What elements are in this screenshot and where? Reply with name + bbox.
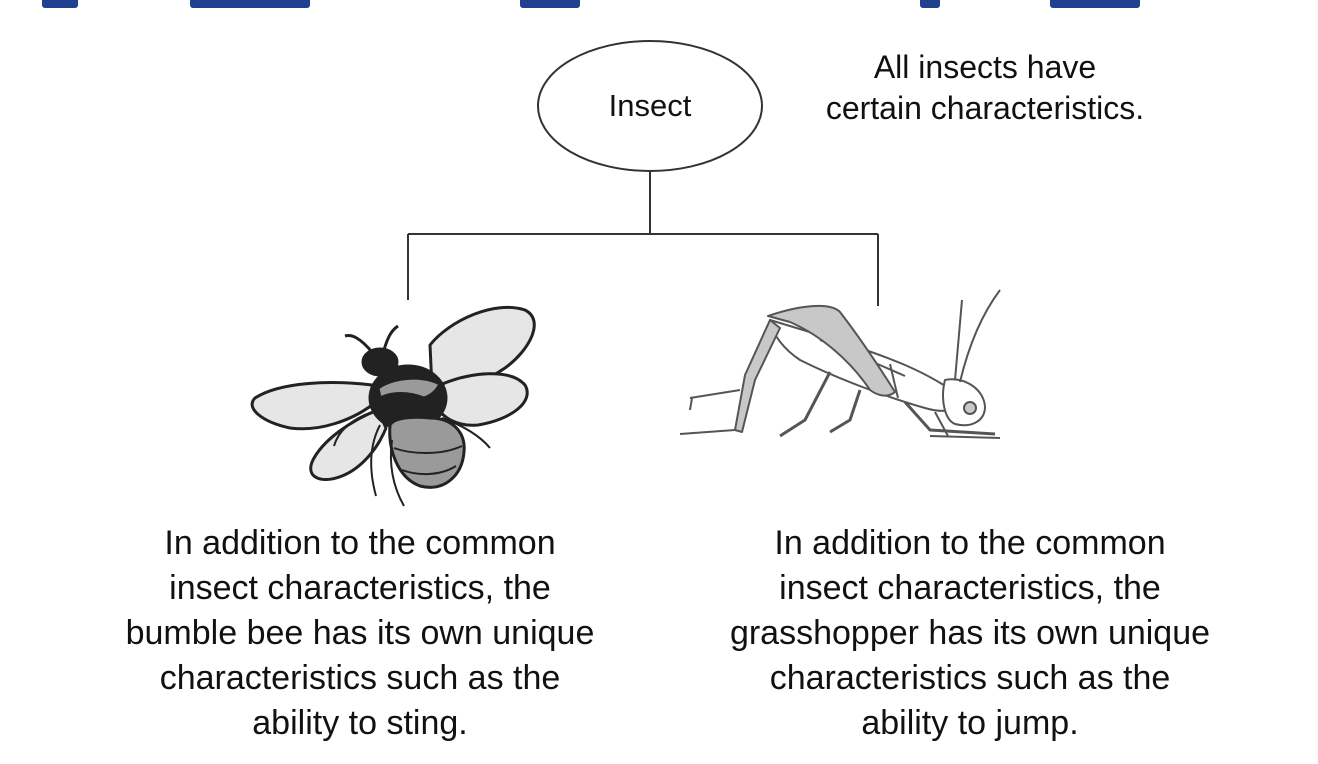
connector-lines [407, 171, 879, 306]
grasshopper-icon [679, 289, 1001, 439]
root-description: All insects have certain characteristics… [825, 49, 1145, 126]
bumble-bee-icon [250, 305, 536, 507]
grasshopper-description: In addition to the common insect charact… [729, 524, 1211, 742]
title-band-remnant [0, 0, 1318, 10]
bumble-bee-description: In addition to the common insect charact… [125, 524, 595, 742]
root-node-label: Insect [608, 88, 692, 123]
